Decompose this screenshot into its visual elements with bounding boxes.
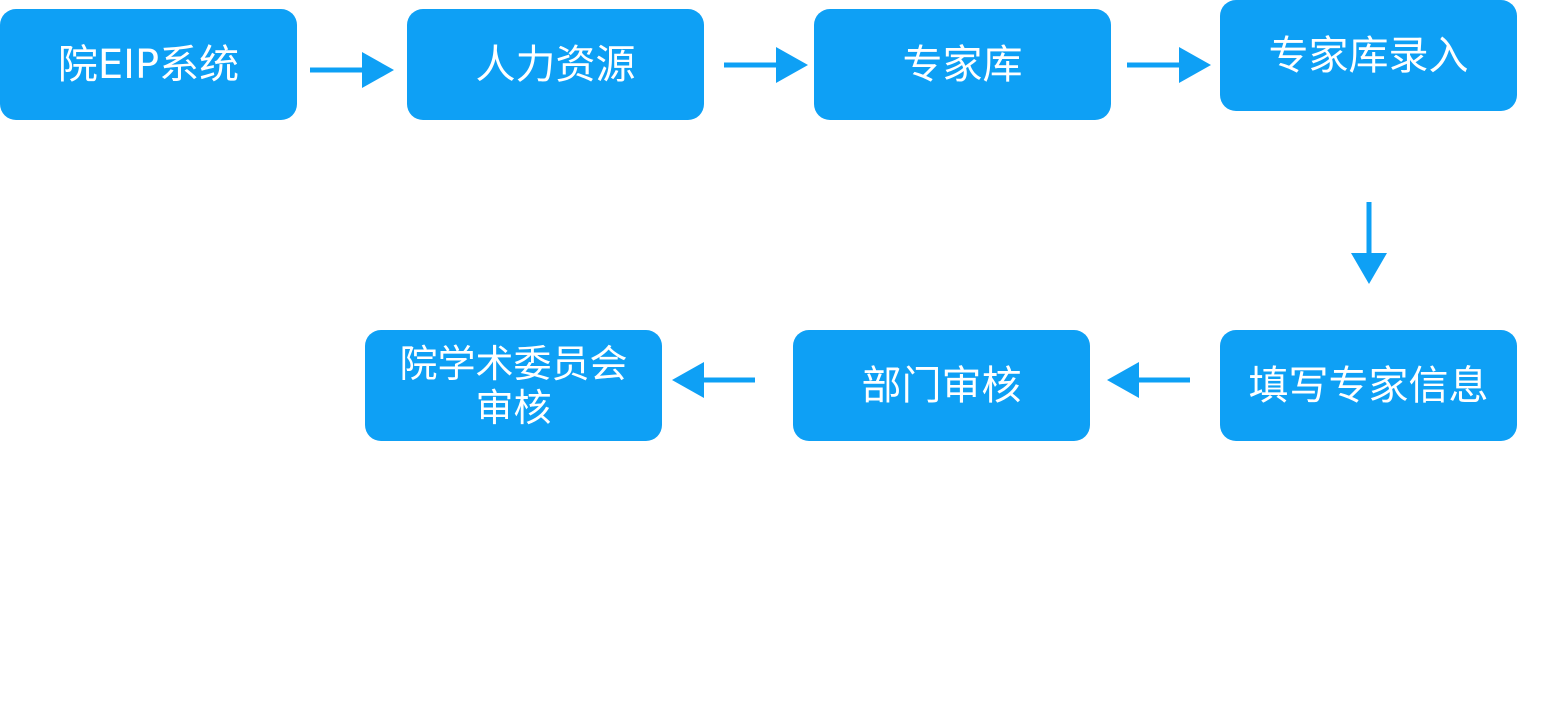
arrow-right-icon [1127, 47, 1211, 83]
step-expert-library: 专家库 [814, 9, 1111, 120]
step-label: 人力资源 [475, 41, 636, 88]
step-label: 部门审核 [861, 362, 1022, 409]
arrow-right-icon [310, 52, 394, 88]
step-fill-expert-info: 填写专家信息 [1220, 330, 1517, 441]
step-label: 填写专家信息 [1248, 362, 1489, 409]
arrow-down-icon [1351, 202, 1387, 284]
step-label: 专家库录入 [1268, 32, 1469, 79]
step-academic-committee-review: 院学术委员会 审核 [365, 330, 662, 441]
step-expert-library-entry: 专家库录入 [1220, 0, 1517, 111]
arrow-left-icon [1107, 362, 1190, 398]
step-label-line2: 审核 [475, 385, 552, 430]
arrow-left-icon [672, 362, 755, 398]
step-label: 专家库 [902, 41, 1023, 88]
step-eip-system: 院EIP系统 [0, 9, 297, 120]
step-label: 院EIP系统 [57, 41, 240, 88]
step-human-resources: 人力资源 [407, 9, 704, 120]
step-department-review: 部门审核 [793, 330, 1090, 441]
step-label-line1: 院学术委员会 [399, 341, 628, 386]
arrow-right-icon [724, 47, 808, 83]
